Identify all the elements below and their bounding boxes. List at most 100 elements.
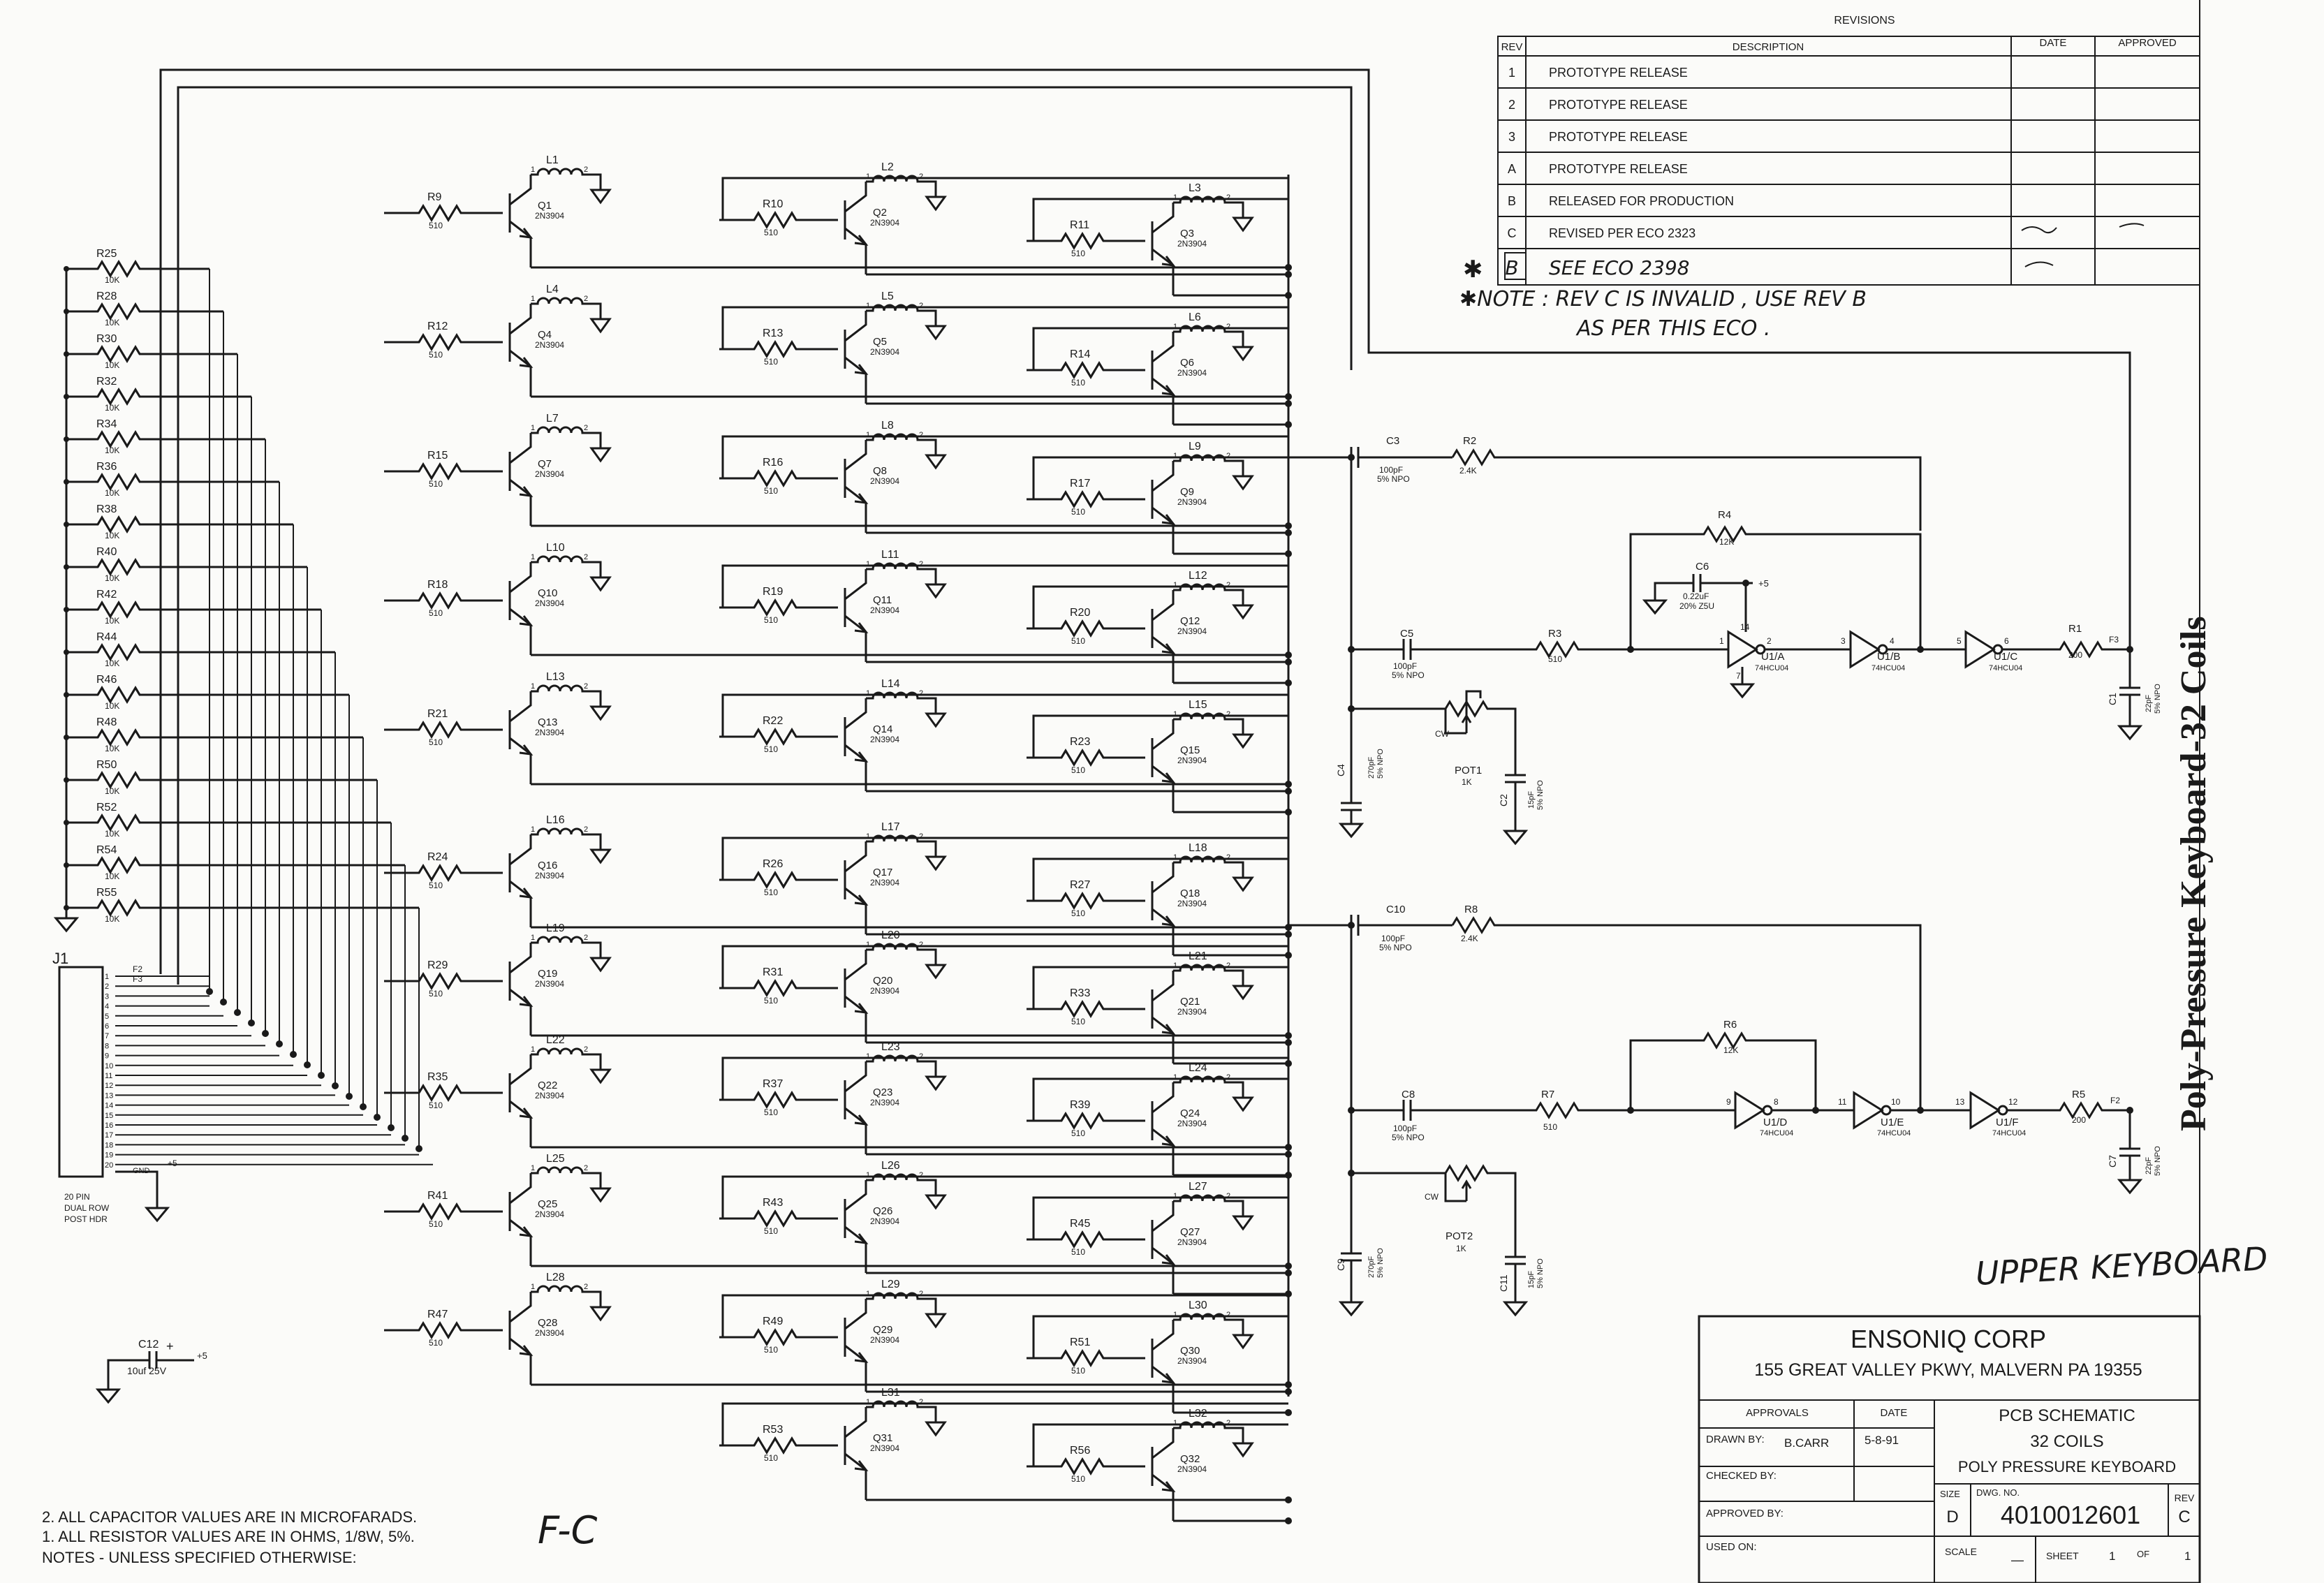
resistor-value: 510: [764, 228, 778, 237]
revision-rev: B: [1508, 194, 1516, 208]
fc-annotation: F-C: [538, 1508, 598, 1552]
c4-ref: C4: [1335, 764, 1346, 776]
coil-pin-1: 1: [1173, 581, 1177, 589]
c1-value: 22pF: [2145, 695, 2153, 712]
f2-label: F2: [2110, 1096, 2120, 1105]
j1-pin: 1: [105, 973, 209, 981]
c10-desc: 5% NPO: [1379, 943, 1412, 952]
j1-pin: 20: [105, 1161, 433, 1170]
r5-value: 200: [2072, 1115, 2086, 1125]
j1-pin-number: 6: [105, 1022, 109, 1031]
j1-pin: 6: [105, 1022, 237, 1031]
resistor-value: 510: [1071, 507, 1085, 517]
transistor-part: 2N3904: [870, 878, 899, 888]
transistor-part: 2N3904: [1177, 1356, 1207, 1366]
pullup-value: 10K: [105, 829, 119, 839]
j1-pin: 16: [105, 1121, 377, 1130]
pullup-ref: R32: [96, 376, 117, 388]
transistor-part: 2N3904: [535, 340, 564, 350]
coil-ref: L17: [881, 821, 900, 833]
company-address: 155 GREAT VALLEY PKWY, MALVERN PA 19355: [1754, 1360, 2142, 1380]
coil-ref: L25: [546, 1153, 565, 1165]
c6-value: 0.22uF: [1683, 591, 1709, 601]
resistor-ref: R51: [1070, 1337, 1090, 1348]
coil-pin-2: 2: [919, 689, 923, 698]
coil-pin-1: 1: [866, 832, 870, 841]
drawing-title-2: 32 COILS: [2030, 1432, 2103, 1451]
resistor-value: 510: [764, 615, 778, 625]
j1-pin-number: 15: [105, 1112, 113, 1120]
r3-ref: R3: [1548, 628, 1561, 640]
u1a-part: 74HCU04: [1755, 664, 1788, 672]
u1f-pin12: 12: [2008, 1097, 2018, 1107]
resistor-value: 510: [429, 608, 443, 618]
resistor-ref: R53: [763, 1424, 783, 1436]
coil-ref: L30: [1189, 1299, 1207, 1311]
u1a-pin2: 2: [1767, 636, 1772, 646]
transistor-part: 2N3904: [535, 469, 564, 479]
coil-pin-2: 2: [1226, 452, 1230, 460]
note-2: 2. ALL CAPACITOR VALUES ARE IN MICROFARA…: [42, 1508, 417, 1526]
coil-pin-2: 2: [919, 941, 923, 949]
c10-ref: C10: [1386, 904, 1406, 915]
transistor-part: 2N3904: [870, 347, 899, 357]
u1a-pin14: 14: [1740, 622, 1750, 632]
transistor-part: 2N3904: [870, 1216, 899, 1226]
pullup-ref: R30: [96, 333, 117, 345]
rev-header: REV: [2175, 1492, 2195, 1503]
approvals-header: APPROVALS: [1746, 1407, 1809, 1419]
j1-pin-number: 18: [105, 1141, 113, 1149]
coil-pin-1: 1: [866, 1171, 870, 1179]
coil-pin-1: 1: [866, 302, 870, 310]
resistor-value: 510: [1071, 378, 1085, 388]
revision-rev: C: [1508, 226, 1517, 240]
transistor-ref: Q3: [1180, 228, 1194, 240]
coil-pin-1: 1: [1173, 452, 1177, 460]
transistor-part: 2N3904: [870, 986, 899, 996]
sheet-number: 1: [2109, 1549, 2115, 1563]
pot2-ref: POT2: [1446, 1230, 1473, 1242]
coil-pin-2: 2: [584, 825, 588, 834]
revision-description: PROTOTYPE RELEASE: [1549, 98, 1688, 112]
c11-value: 15pF: [1527, 1271, 1536, 1288]
transistor-ref: Q10: [538, 587, 557, 599]
u1d-pin9: 9: [1726, 1097, 1731, 1107]
pullup-value: 10K: [105, 403, 119, 413]
r1-value: 200: [2068, 650, 2082, 660]
u1c-pin5: 5: [1957, 636, 1962, 646]
r8-value: 2.4K: [1461, 934, 1478, 943]
date-header: DATE: [1881, 1407, 1908, 1419]
r2-ref: R2: [1463, 435, 1476, 447]
drawing-title-3: POLY PRESSURE KEYBOARD: [1958, 1458, 2176, 1475]
transistor-ref: Q30: [1180, 1345, 1200, 1357]
resistor-value: 510: [429, 350, 443, 360]
note-1: 1. ALL RESISTOR VALUES ARE IN OHMS, 1/8W…: [42, 1528, 415, 1545]
coil-pin-1: 1: [531, 1283, 535, 1291]
transistor-ref: Q18: [1180, 888, 1200, 899]
resistor-ref: R13: [763, 327, 783, 339]
transistor-ref: Q8: [873, 465, 887, 477]
coil-pin-1: 1: [866, 172, 870, 181]
pullup-value: 10K: [105, 871, 119, 881]
resistor-ref: R24: [427, 851, 448, 863]
drawing-number: 4010012601: [2001, 1501, 2140, 1529]
j1-pin: 17: [105, 1131, 391, 1140]
